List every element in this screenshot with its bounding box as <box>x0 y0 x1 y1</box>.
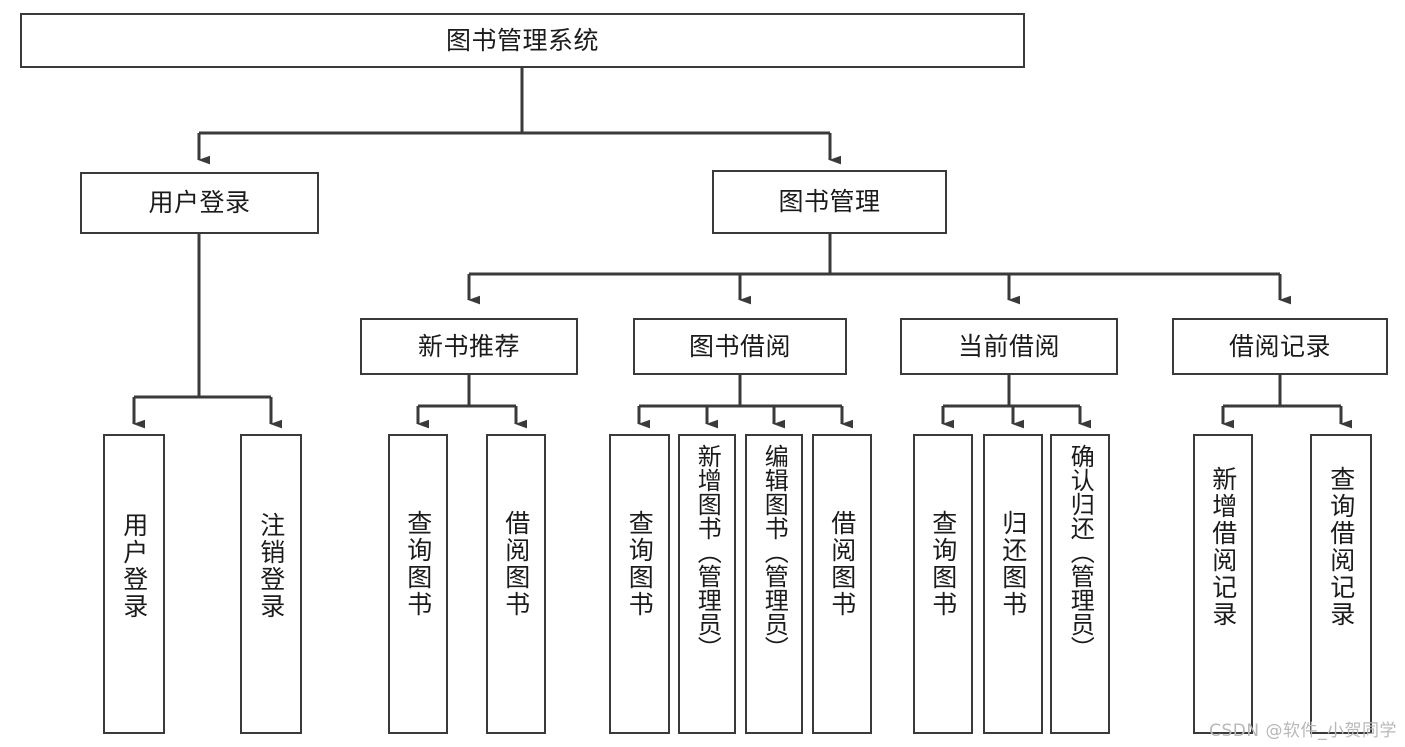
leaf-query-book-2-label: 查询图书 <box>625 510 655 618</box>
node-current-borrow-label: 当前借阅 <box>957 331 1060 361</box>
leaf-user-login[interactable]: 用户登录 <box>103 434 165 734</box>
node-book-manage-label: 图书管理 <box>778 187 881 217</box>
node-root-system[interactable]: 图书管理系统 <box>20 13 1025 68</box>
node-current-borrow[interactable]: 当前借阅 <box>900 318 1118 375</box>
leaf-query-record-label: 查询借阅记录 <box>1326 466 1356 628</box>
leaf-borrow-book-1-label: 借阅图书 <box>501 510 531 618</box>
leaf-query-record[interactable]: 查询借阅记录 <box>1310 434 1372 734</box>
node-new-book-recommend[interactable]: 新书推荐 <box>360 318 578 375</box>
leaf-return-book[interactable]: 归还图书 <box>983 434 1043 734</box>
leaf-query-book-1[interactable]: 查询图书 <box>388 434 448 734</box>
leaf-query-book-3[interactable]: 查询图书 <box>913 434 973 734</box>
leaf-add-record-label: 新增借阅记录 <box>1208 466 1238 628</box>
leaf-borrow-book-2-label: 借阅图书 <box>827 510 857 618</box>
leaf-confirm-return[interactable]: 确认归还（管理员） <box>1050 434 1110 734</box>
node-book-borrow[interactable]: 图书借阅 <box>633 318 847 375</box>
leaf-add-book-label: 新增图书（管理员） <box>693 444 722 660</box>
node-user-login-label: 用户登录 <box>148 188 251 218</box>
leaf-query-book-2[interactable]: 查询图书 <box>609 434 670 734</box>
leaf-query-book-3-label: 查询图书 <box>928 510 958 618</box>
node-root-system-label: 图书管理系统 <box>445 25 599 55</box>
leaf-user-login-label: 用户登录 <box>119 512 149 620</box>
leaf-logout-login[interactable]: 注销登录 <box>240 434 302 734</box>
leaf-edit-book[interactable]: 编辑图书（管理员） <box>745 434 803 734</box>
leaf-add-record[interactable]: 新增借阅记录 <box>1193 434 1253 734</box>
leaf-logout-login-label: 注销登录 <box>256 512 286 620</box>
node-user-login[interactable]: 用户登录 <box>80 172 319 234</box>
node-borrow-record-label: 借阅记录 <box>1228 331 1331 361</box>
leaf-borrow-book-2[interactable]: 借阅图书 <box>812 434 872 734</box>
leaf-confirm-return-label: 确认归还（管理员） <box>1066 444 1095 660</box>
node-book-borrow-label: 图书借阅 <box>688 331 791 361</box>
leaf-edit-book-label: 编辑图书（管理员） <box>760 444 789 660</box>
node-book-manage[interactable]: 图书管理 <box>712 170 947 234</box>
node-borrow-record[interactable]: 借阅记录 <box>1172 318 1388 375</box>
leaf-return-book-label: 归还图书 <box>998 510 1028 618</box>
leaf-add-book[interactable]: 新增图书（管理员） <box>678 434 736 734</box>
leaf-query-book-1-label: 查询图书 <box>403 510 433 618</box>
watermark: CSDN @软件_小贺同学 <box>1209 721 1397 741</box>
node-new-book-recommend-label: 新书推荐 <box>417 331 520 361</box>
leaf-borrow-book-1[interactable]: 借阅图书 <box>486 434 546 734</box>
